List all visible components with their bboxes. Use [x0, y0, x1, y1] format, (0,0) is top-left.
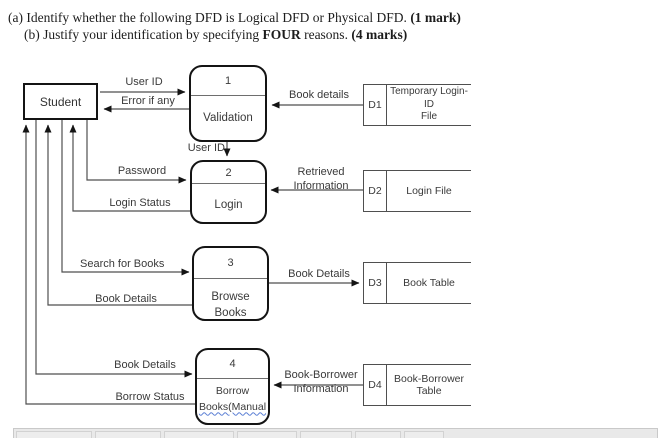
process-2-name: Login [192, 184, 265, 213]
process-3-number: 3 [194, 248, 267, 279]
process-2-name-line: Login [214, 199, 243, 211]
table-cell [237, 431, 297, 438]
question-part-a-marks: (1 mark) [410, 10, 461, 25]
datastore-d4-name-line2: Table [416, 385, 442, 397]
datastore-d1-name: Temporary Login-ID File [387, 85, 471, 125]
process-1-name: Validation [191, 96, 265, 126]
label-book-details-to-borrow: Book Details [114, 359, 176, 371]
process-3-name-line1: Browse [211, 291, 250, 303]
label-book-borrower-line2: Information [293, 382, 349, 395]
datastore-d4: D4 Book-Borrower Table [363, 364, 471, 406]
table-cell [300, 431, 352, 438]
flow-search-for-books [61, 120, 190, 276]
question-part-a-text: (a) Identify whether the following DFD i… [8, 10, 411, 25]
process-4-borrow-books: 4 Borrow Books(Manual [195, 348, 270, 425]
process-2-number: 2 [192, 162, 265, 184]
datastore-d2: D2 Login File [363, 170, 471, 212]
table-cell [164, 431, 234, 438]
process-1-number: 1 [191, 67, 265, 96]
datastore-d4-id: D4 [364, 365, 387, 405]
question-part-b-marks: (4 marks) [351, 27, 408, 42]
table-cell [355, 431, 401, 438]
table-cell [16, 431, 92, 438]
label-retrieved-information: Retrieved Information [286, 166, 356, 193]
datastore-d1-name-line2: File [420, 111, 438, 123]
datastore-d4-name: Book-Borrower Table [387, 365, 471, 405]
label-user-id-to-validation: User ID [125, 76, 163, 88]
external-entity-student: Student [23, 83, 98, 120]
label-error-if-any: Error if any [121, 95, 175, 107]
flow-book-details-to-student [44, 124, 192, 306]
datastore-d3-id: D3 [364, 263, 387, 303]
process-4-name: Borrow Books(Manual [197, 379, 268, 415]
question-part-b-text2: reasons. [300, 27, 352, 42]
label-password: Password [117, 165, 167, 177]
label-login-status: Login Status [109, 197, 171, 209]
external-entity-label: Student [39, 94, 82, 109]
datastore-d2-name-line1: Login File [406, 184, 452, 197]
datastore-d3-name: Book Table [387, 263, 471, 303]
label-retrieved-information-line2: Information [293, 179, 349, 192]
datastore-d1-id: D1 [364, 85, 387, 125]
label-borrow-status: Borrow Status [115, 391, 185, 403]
question-part-b-text1: (b) Justify your identification by speci… [24, 27, 263, 42]
process-2-login: 2 Login [190, 160, 267, 224]
label-retrieved-information-line1: Retrieved [297, 166, 345, 178]
partial-table-row [13, 428, 658, 438]
process-3-name-line2: Books [214, 307, 247, 319]
label-book-borrower-information: Book-Borrower Information [283, 369, 359, 396]
process-3-name: Browse Books [194, 279, 267, 319]
label-book-details-to-d3: Book Details [288, 268, 350, 280]
table-cell [95, 431, 161, 438]
datastore-d3-name-line1: Book Table [403, 276, 455, 289]
process-3-browse-books: 3 Browse Books [192, 246, 269, 321]
datastore-d1: D1 Temporary Login-ID File [363, 84, 471, 126]
datastore-d4-name-line1: Book-Borrower [393, 372, 465, 385]
process-4-number: 4 [197, 350, 268, 379]
label-book-details-to-student: Book Details [95, 293, 157, 305]
datastore-d2-name: Login File [387, 171, 471, 211]
label-book-details-from-d1: Book details [289, 89, 349, 101]
flow-book-details-to-borrow [35, 120, 193, 378]
process-1-validation: 1 Validation [189, 65, 267, 142]
datastore-d3: D3 Book Table [363, 262, 471, 304]
table-cell [404, 431, 444, 438]
datastore-d2-id: D2 [364, 171, 387, 211]
label-user-id-to-login: User ID [187, 142, 225, 154]
question-part-b: (b) Justify your identification by speci… [24, 27, 407, 43]
process-1-name-line: Validation [203, 112, 253, 124]
datastore-d1-name-line1: Temporary Login-ID [390, 86, 468, 110]
process-4-name-line1: Borrow [215, 385, 250, 397]
process-4-name-line2: Books(Manual [198, 400, 267, 413]
label-search-for-books: Search for Books [80, 258, 165, 270]
question-part-b-emphasis: FOUR [262, 27, 301, 42]
question-part-a: (a) Identify whether the following DFD i… [8, 10, 461, 26]
label-book-borrower-line1: Book-Borrower [284, 369, 358, 381]
